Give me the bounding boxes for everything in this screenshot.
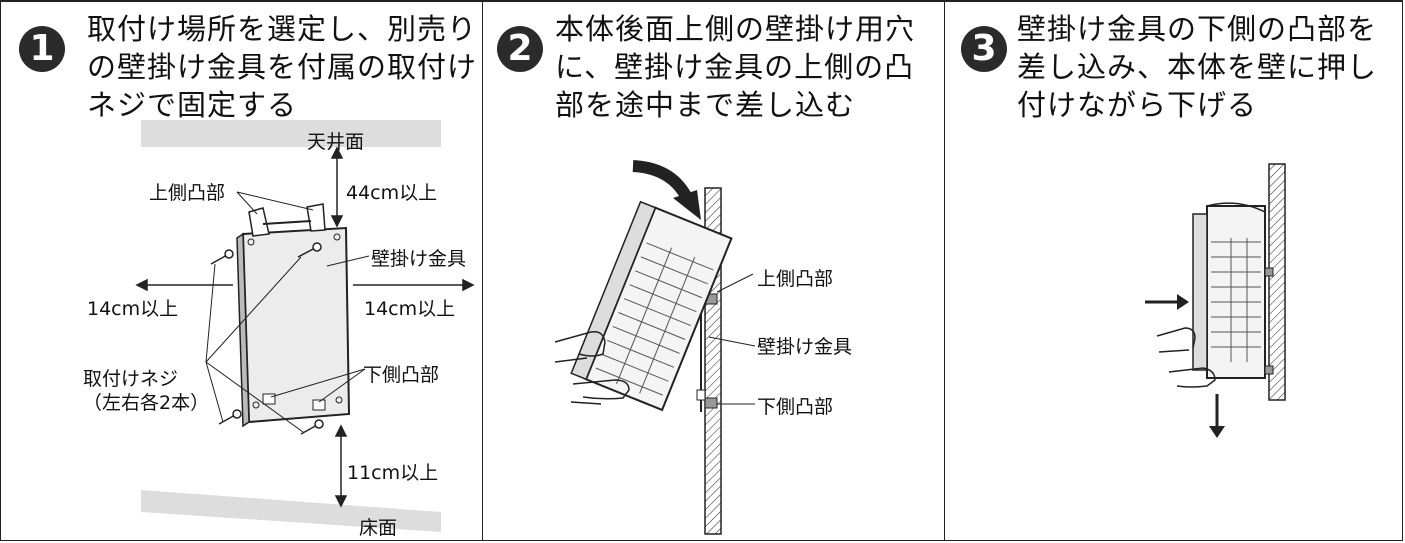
hands-3 xyxy=(1156,327,1216,388)
wall-bracket-plate xyxy=(236,203,351,428)
upper-protrusion-label: 上側凸部 xyxy=(149,182,226,204)
screws-note: （左右各2本） xyxy=(83,392,210,414)
step-2-text: 本体後面上側の壁掛け用穴に、壁掛け金具の上側の凸部を途中まで差し込む xyxy=(555,12,916,122)
step-1-panel: 1 取付け場所を選定し、別売りの壁掛け金具を付属の取付けネジで固定する xyxy=(1,2,483,540)
leader-lines-2 xyxy=(708,273,756,405)
screws-label: 取付けネジ xyxy=(83,368,179,390)
lower-protrusion-label: 下側凸部 xyxy=(363,364,440,386)
tilted-unit xyxy=(570,200,733,412)
hands xyxy=(554,330,630,405)
wall-bracket-label-2: 壁掛け金具 xyxy=(757,336,853,358)
leader-lines xyxy=(205,191,370,433)
screws xyxy=(210,242,324,435)
bottom-clearance-label: 11cm以上 xyxy=(347,462,439,484)
left-clearance-label: 14cm以上 xyxy=(87,298,179,320)
step-2-diagram xyxy=(554,160,756,535)
step-3-text: 壁掛け金具の下側の凸部を差し込み、本体を壁に押し付けながら下げる xyxy=(1017,12,1378,122)
step-3-diagram xyxy=(1145,163,1286,438)
step-1-diagram xyxy=(135,120,475,532)
floor-label: 床面 xyxy=(359,517,398,539)
step-1-text: 取付け場所を選定し、別売りの壁掛け金具を付属の取付けネジで固定する xyxy=(87,12,478,122)
tilt-arrow xyxy=(632,160,694,203)
step-3-number: 3 xyxy=(961,26,1007,72)
wall-bracket-label: 壁掛け金具 xyxy=(371,248,467,270)
ceiling-surface xyxy=(141,120,441,147)
upright-unit xyxy=(1192,202,1274,379)
dimension-arrows xyxy=(135,146,475,508)
floor-surface xyxy=(141,490,441,532)
step-2-panel: 2 本体後面上側の壁掛け用穴に、壁掛け金具の上側の凸部を途中まで差し込む xyxy=(483,2,945,540)
ceiling-label: 天井面 xyxy=(307,131,365,153)
step-1-number: 1 xyxy=(19,26,65,72)
lower-protrusion-label-2: 下側凸部 xyxy=(757,396,834,418)
right-clearance-label: 14cm以上 xyxy=(364,298,456,320)
top-clearance-label: 44cm以上 xyxy=(346,182,438,204)
step-3-panel: 3 壁掛け金具の下側の凸部を差し込み、本体を壁に押し付けながら下げる xyxy=(945,2,1402,540)
step-2-number: 2 xyxy=(497,26,543,72)
wall-3 xyxy=(1268,163,1286,401)
upper-protrusion-label-2: 上側凸部 xyxy=(757,268,834,290)
